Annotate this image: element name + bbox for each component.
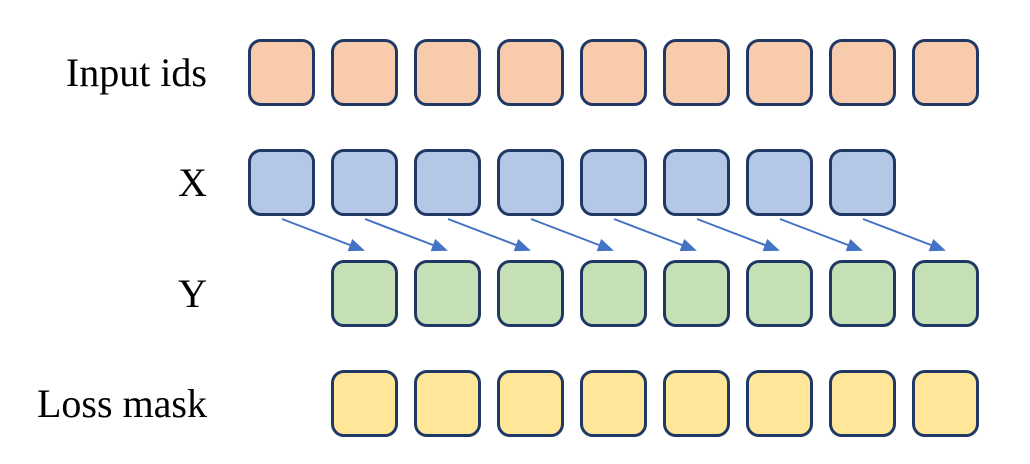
shift-arrow [447, 218, 531, 252]
row-squares-input-ids [248, 39, 979, 106]
x-square [331, 149, 398, 216]
row-squares-loss-mask [331, 370, 979, 437]
y-square [663, 260, 730, 327]
y-square [829, 260, 896, 327]
shift-arrow [696, 218, 780, 252]
input-ids-square [580, 39, 647, 106]
loss-mask-square [829, 370, 896, 437]
loss-mask-square [580, 370, 647, 437]
input-ids-square [248, 39, 315, 106]
shift-arrow [281, 218, 365, 252]
loss-mask-square [746, 370, 813, 437]
loss-mask-square [497, 370, 564, 437]
y-square [331, 260, 398, 327]
x-square [746, 149, 813, 216]
row-label-input-ids: Input ids [65, 49, 207, 95]
row-squares-x [248, 149, 896, 216]
y-square [912, 260, 979, 327]
shift-arrow [862, 218, 946, 252]
shift-arrow [779, 218, 863, 252]
input-ids-square [746, 39, 813, 106]
row-label-loss-mask: Loss mask [37, 380, 207, 426]
x-square [497, 149, 564, 216]
loss-mask-square [414, 370, 481, 437]
input-ids-square [829, 39, 896, 106]
y-square [746, 260, 813, 327]
x-square [414, 149, 481, 216]
input-ids-square [414, 39, 481, 106]
y-square [414, 260, 481, 327]
x-square [663, 149, 730, 216]
shift-arrow [530, 218, 614, 252]
row-label-x: X [178, 159, 207, 205]
row-label-y: Y [178, 270, 207, 316]
shift-arrow [364, 218, 448, 252]
input-ids-square [663, 39, 730, 106]
row-squares-y [331, 260, 979, 327]
y-square [580, 260, 647, 327]
loss-mask-square [331, 370, 398, 437]
x-square [248, 149, 315, 216]
input-ids-square [497, 39, 564, 106]
loss-mask-square [663, 370, 730, 437]
shift-arrow [613, 218, 697, 252]
y-square [497, 260, 564, 327]
input-ids-square [912, 39, 979, 106]
loss-mask-square [912, 370, 979, 437]
x-square [580, 149, 647, 216]
x-square [829, 149, 896, 216]
input-ids-square [331, 39, 398, 106]
